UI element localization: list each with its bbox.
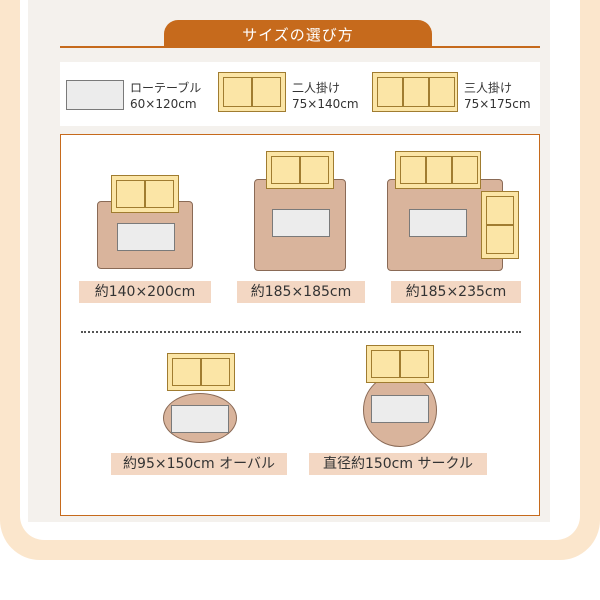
two-seater-sofa-icon <box>266 151 334 189</box>
three-seater-sofa-icon <box>395 151 481 189</box>
size-label-circle: 直径約150cm サークル <box>309 453 487 475</box>
legend-item-three-seater: 三人掛け 75×175cm <box>370 62 540 126</box>
low-table-icon <box>272 209 330 237</box>
two-seater-sofa-icon <box>167 353 235 391</box>
section-title-underline <box>60 46 540 48</box>
legend-name: ローテーブル <box>130 81 202 95</box>
legend-size: 75×140cm <box>292 97 359 111</box>
low-table-icon <box>171 405 229 433</box>
size-label-140x200: 約140×200cm <box>79 281 211 303</box>
two-seater-sofa-icon <box>111 175 179 213</box>
legend: ローテーブル 60×120cm 二人掛け 75×140cm 三人掛け 75×17… <box>60 62 540 126</box>
two-seater-sofa-icon <box>481 191 519 259</box>
low-table-icon <box>409 209 467 237</box>
legend-name: 二人掛け <box>292 81 341 95</box>
size-label-185x185: 約185×185cm <box>237 281 365 303</box>
two-seater-sofa-icon <box>366 345 434 383</box>
legend-size: 75×175cm <box>464 97 531 111</box>
low-table-icon <box>117 223 175 251</box>
legend-item-low-table: ローテーブル 60×120cm <box>60 62 210 126</box>
dotted-divider <box>81 331 521 333</box>
legend-item-two-seater: 二人掛け 75×140cm <box>216 62 366 126</box>
legend-name: 三人掛け <box>464 81 513 95</box>
low-table-icon <box>66 80 124 110</box>
low-table-icon <box>371 395 429 423</box>
three-seater-sofa-icon <box>372 72 458 112</box>
legend-size: 60×120cm <box>130 97 197 111</box>
size-label-185x235: 約185×235cm <box>391 281 521 303</box>
two-seater-sofa-icon <box>218 72 286 112</box>
section-title: サイズの選び方 <box>164 20 432 48</box>
size-label-oval: 約95×150cm オーバル <box>111 453 287 475</box>
layout-board: 約140×200cm 約185×185cm 約185×235cm 約95×150… <box>60 134 540 516</box>
